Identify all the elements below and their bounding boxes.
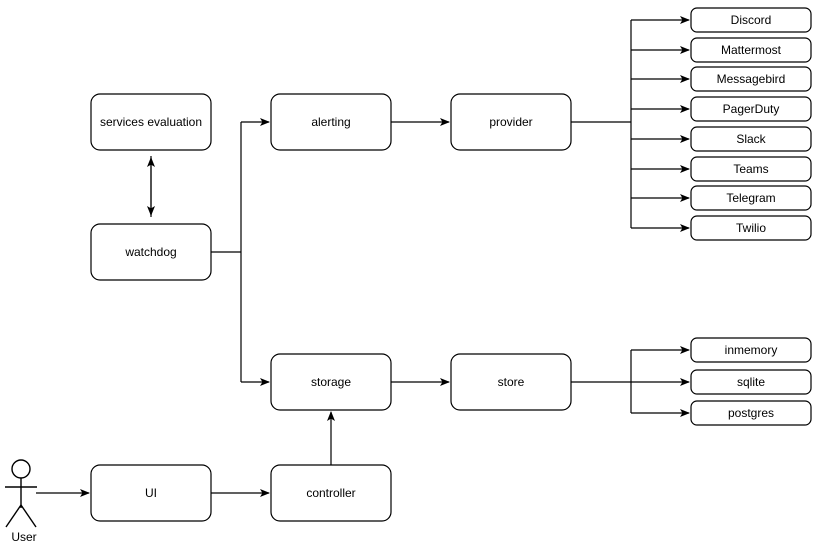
provider-leaf-box[interactable] [690,156,812,182]
provider-leaf[interactable]: PagerDuty [690,96,812,122]
node-services-evaluation-label: services evaluation [100,115,202,129]
node-alerting-box[interactable] [270,93,392,151]
node-store-label: store [498,375,525,389]
provider-leaf-label: Slack [736,132,766,146]
node-provider[interactable]: provider [450,93,572,151]
provider-leaf-label: Messagebird [717,72,786,86]
actor-user: User [5,459,37,544]
store-leaf-list: inmemory sqlite postgres [690,337,812,426]
store-leaf-box[interactable] [690,400,812,426]
provider-leaf-label: Teams [733,162,768,176]
actor-leg-right [20,504,37,528]
provider-leaf-label: PagerDuty [723,102,780,116]
provider-leaf[interactable]: Telegram [690,185,812,211]
node-storage-box[interactable] [270,353,392,411]
node-ui-box[interactable] [90,464,212,522]
node-store-box[interactable] [450,353,572,411]
provider-leaf[interactable]: Discord [690,7,812,33]
node-storage[interactable]: storage [270,353,392,411]
actor-user-label: User [11,530,36,544]
store-leaf-box[interactable] [690,337,812,363]
provider-leaf[interactable]: Twilio [690,215,812,241]
provider-leaf[interactable]: Mattermost [690,37,812,63]
provider-leaf-label: Telegram [726,191,775,205]
store-leaf-box[interactable] [690,369,812,395]
node-provider-box[interactable] [450,93,572,151]
node-controller-box[interactable] [270,464,392,522]
provider-leaf-label: Discord [731,13,772,27]
store-leaf[interactable]: postgres [690,400,812,426]
store-leaf[interactable]: inmemory [690,337,812,363]
store-leaf-label: sqlite [737,375,765,389]
provider-leaf-box[interactable] [690,126,812,152]
provider-leaf-box[interactable] [690,215,812,241]
provider-leaf-box[interactable] [690,66,812,92]
provider-leaf[interactable]: Messagebird [690,66,812,92]
provider-leaf-label: Twilio [736,221,766,235]
provider-leaf-box[interactable] [690,96,812,122]
node-storage-label: storage [311,375,351,389]
node-watchdog[interactable]: watchdog [90,223,212,281]
edge-layer [36,16,690,497]
node-controller-label: controller [306,486,355,500]
node-watchdog-box[interactable] [90,223,212,281]
node-ui-label: UI [145,486,157,500]
provider-leaf-box[interactable] [690,185,812,211]
provider-leaf-box[interactable] [690,37,812,63]
store-leaf-label: inmemory [725,343,778,357]
node-services-evaluation-box[interactable] [90,93,212,151]
node-store[interactable]: store [450,353,572,411]
node-watchdog-label: watchdog [124,245,176,259]
node-provider-label: provider [489,115,532,129]
node-controller[interactable]: controller [270,464,392,522]
actor-leg-left [5,504,22,528]
actor-head-icon [11,459,31,479]
provider-leaf-list: Discord Mattermost Messagebird PagerDuty… [690,7,812,241]
provider-leaf[interactable]: Slack [690,126,812,152]
node-ui[interactable]: UI [90,464,212,522]
provider-leaf[interactable]: Teams [690,156,812,182]
node-services-evaluation[interactable]: services evaluation [90,93,212,151]
node-alerting[interactable]: alerting [270,93,392,151]
provider-leaf-label: Mattermost [721,43,782,57]
store-leaf-label: postgres [728,406,774,420]
node-alerting-label: alerting [311,115,350,129]
provider-leaf-box[interactable] [690,7,812,33]
store-leaf[interactable]: sqlite [690,369,812,395]
